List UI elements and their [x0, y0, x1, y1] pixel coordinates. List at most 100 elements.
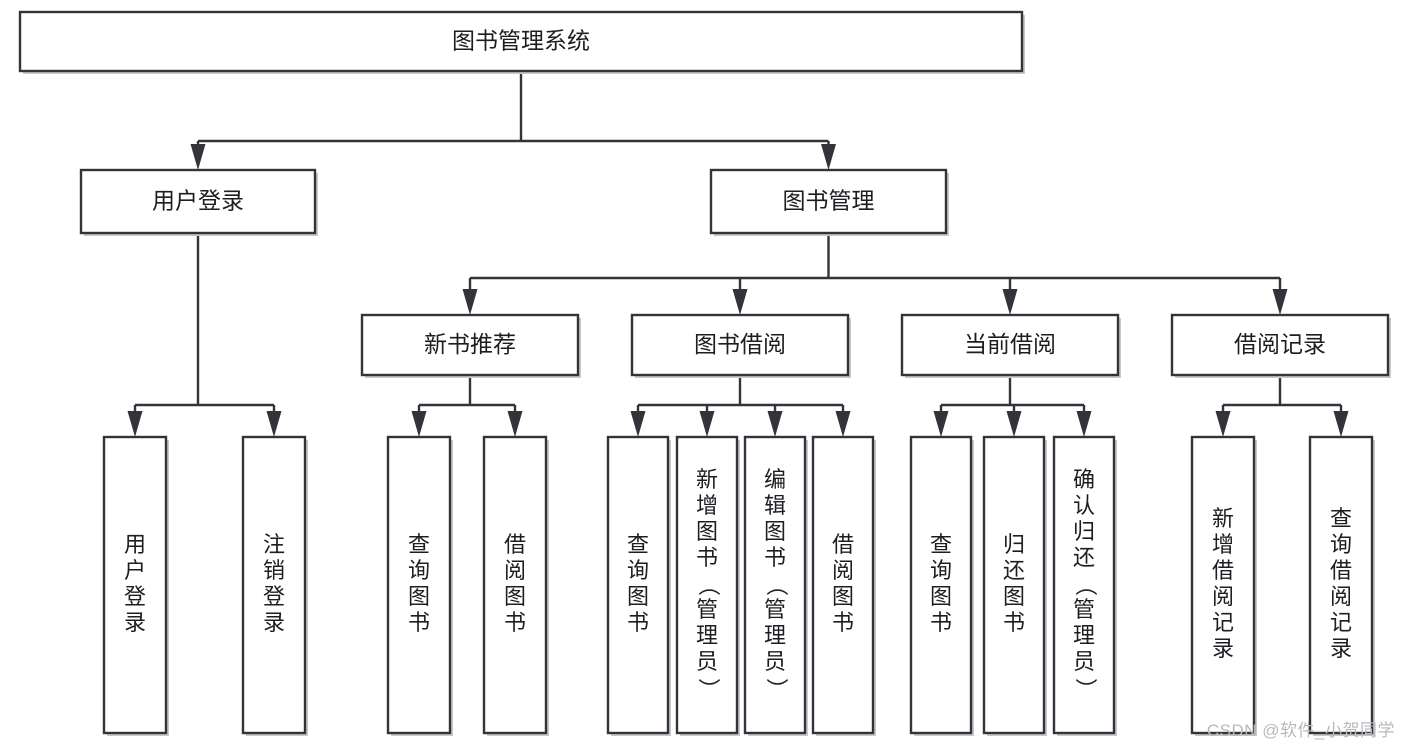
node-label-char: 归	[1073, 519, 1095, 544]
arrow-head-icon	[732, 289, 748, 315]
node-label-char: 认	[1073, 493, 1095, 518]
node-label-char: 理	[764, 623, 786, 648]
node-label-char: 图	[832, 584, 854, 609]
node-label-char: 书	[696, 545, 718, 570]
node-label-char: 图	[696, 519, 718, 544]
node-label-char: 录	[1212, 636, 1234, 661]
edge-group-root	[190, 71, 836, 170]
node-label-char: 书	[504, 610, 526, 635]
node-book-borrow[interactable]: 图书借阅	[630, 313, 851, 378]
edge-group-new-book-recommend	[411, 375, 523, 437]
node-label-char: 图	[764, 519, 786, 544]
node-label-char: （	[764, 574, 789, 596]
node-label-char: 管	[764, 597, 786, 622]
node-box	[241, 435, 307, 735]
arrow-head-icon	[1002, 289, 1018, 315]
node-label-char: 阅	[832, 558, 854, 583]
node-label-char: 借	[1212, 558, 1234, 583]
node-leaf-user-login[interactable]: 用户登录	[102, 435, 169, 736]
node-label-char: 增	[696, 493, 718, 518]
node-label-char: 管	[696, 597, 718, 622]
node-label-char: 图	[1003, 584, 1025, 609]
arrow-head-icon	[127, 411, 143, 437]
node-label-char: 询	[627, 558, 649, 583]
arrow-head-icon	[933, 411, 949, 437]
node-label-char: 辑	[764, 493, 786, 518]
node-label: 图书借阅	[694, 331, 786, 357]
edge-layer	[127, 71, 1349, 437]
node-label-char: 归	[1003, 532, 1025, 557]
node-label: 用户登录	[152, 188, 244, 214]
node-label-char: ）	[1073, 678, 1098, 700]
node-label-char: ）	[764, 678, 789, 700]
node-box	[1170, 313, 1390, 377]
arrow-head-icon	[1215, 411, 1231, 437]
node-label: 图书管理	[783, 188, 875, 214]
node-box	[18, 10, 1024, 73]
node-label-char: 书	[1003, 610, 1025, 635]
node-box	[982, 435, 1046, 735]
node-borrow-record[interactable]: 借阅记录	[1170, 313, 1391, 378]
node-label-char: 确	[1073, 467, 1095, 492]
node-label-char: 记	[1212, 610, 1234, 635]
node-label-char: 询	[1330, 532, 1352, 557]
node-box	[709, 168, 948, 235]
arrow-head-icon	[411, 411, 427, 437]
node-box	[811, 435, 875, 735]
node-box	[630, 313, 850, 377]
node-box	[606, 435, 670, 735]
node-box	[909, 435, 973, 735]
node-root[interactable]: 图书管理系统	[18, 10, 1025, 74]
node-label-char: 新	[696, 467, 718, 492]
node-box	[102, 435, 168, 735]
node-label-char: 记	[1330, 610, 1352, 635]
edge-group-user-login	[127, 233, 282, 437]
node-label-char: 员	[1073, 649, 1095, 674]
node-box	[1190, 435, 1256, 735]
node-label-char: 录	[263, 610, 285, 635]
node-label-char: 录	[1330, 636, 1352, 661]
node-box	[1308, 435, 1374, 735]
node-current-borrow[interactable]: 当前借阅	[900, 313, 1121, 378]
arrow-head-icon	[630, 411, 646, 437]
node-box	[1052, 435, 1116, 735]
node-book-manage[interactable]: 图书管理	[709, 168, 949, 236]
node-label-char: 增	[1212, 532, 1234, 557]
node-label-char: 图	[627, 584, 649, 609]
node-label-char: 查	[408, 532, 430, 557]
node-user-login[interactable]: 用户登录	[79, 168, 318, 236]
node-label-char: 图	[504, 584, 526, 609]
node-box	[482, 435, 548, 735]
arrow-head-icon	[1006, 411, 1022, 437]
node-label-char: 管	[1073, 597, 1095, 622]
node-box	[79, 168, 317, 235]
node-label-char: 理	[696, 623, 718, 648]
node-layer: 图书管理系统用户登录图书管理新书推荐图书借阅当前借阅借阅记录用户登录注销登录查询…	[18, 10, 1391, 736]
node-box	[675, 435, 739, 735]
edge-group-book-manage	[462, 233, 1288, 315]
node-label: 图书管理系统	[452, 28, 590, 54]
node-label-char: 书	[930, 610, 952, 635]
node-new-book-recommend[interactable]: 新书推荐	[360, 313, 581, 378]
node-label-char: 用	[124, 532, 146, 557]
node-label-char: 阅	[504, 558, 526, 583]
node-label: 当前借阅	[964, 331, 1056, 357]
node-label-char: 书	[764, 545, 786, 570]
node-label-char: 借	[832, 532, 854, 557]
node-label-char: 询	[408, 558, 430, 583]
node-box	[743, 435, 807, 735]
